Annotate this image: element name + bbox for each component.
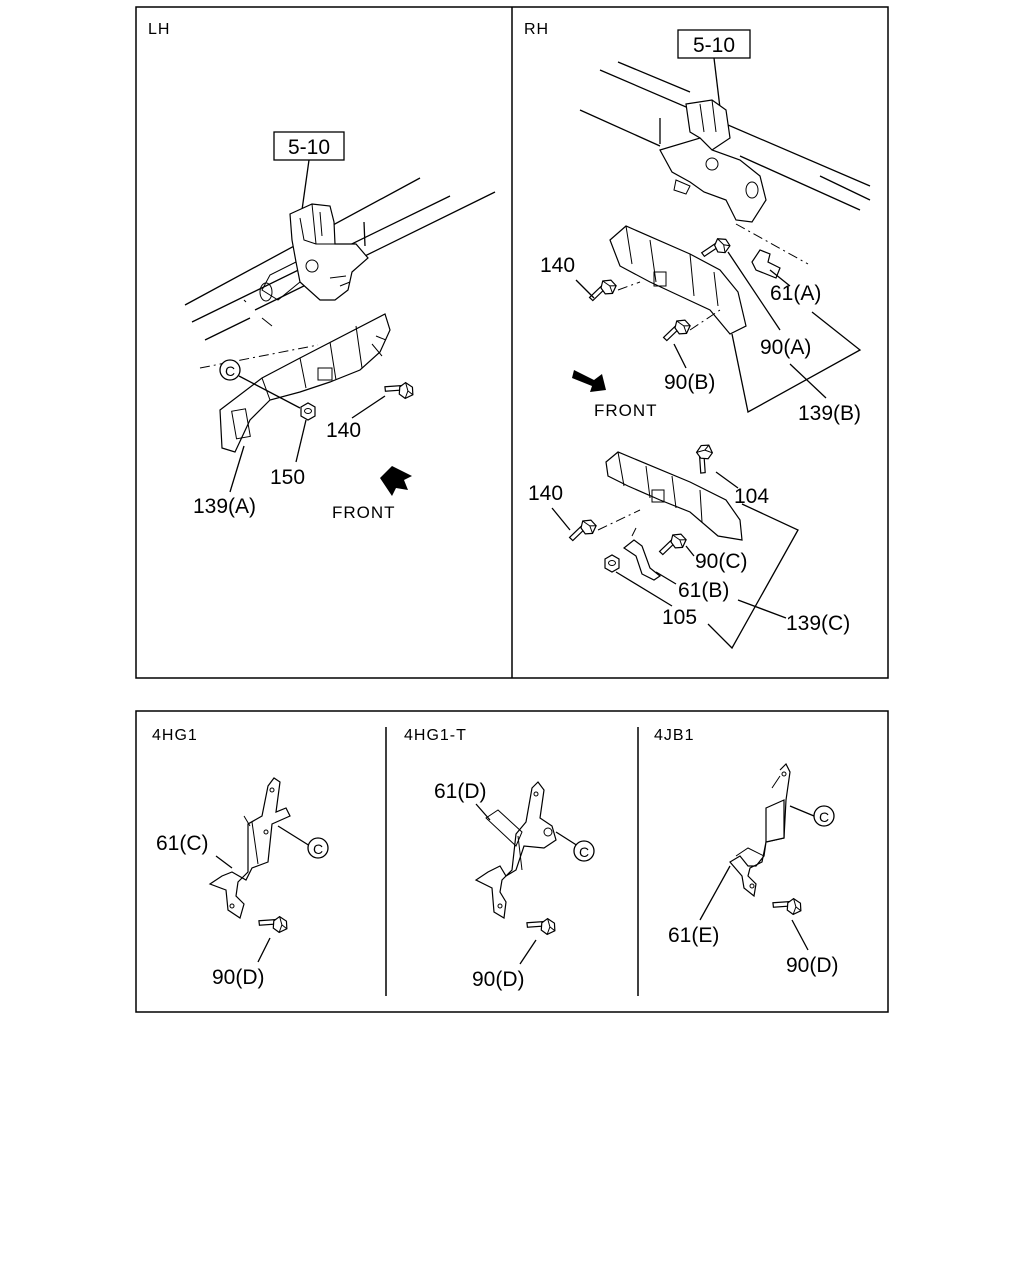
engine-4hg1t-bracket — [474, 781, 557, 919]
rh-bolt-90b — [659, 316, 693, 342]
lh-label-150: 150 — [270, 466, 305, 489]
engine-4jb1-header: 4JB1 — [654, 727, 694, 744]
lh-label-140: 140 — [326, 419, 361, 442]
lh-c-marker: C — [225, 363, 235, 379]
lh-bolt-140 — [382, 375, 417, 402]
engine-4jb1-label-90d: 90(D) — [786, 954, 839, 977]
rh-bracket-139c — [605, 451, 743, 541]
rh-label-140a: 140 — [540, 254, 575, 277]
rh-bolt-104 — [689, 441, 716, 476]
rh-label-90c: 90(C) — [695, 550, 748, 573]
engine-4hg1t-panel: 4HG1-T 61(D) C 90(D) — [404, 727, 595, 991]
engine-4hg1t-label-61d: 61(D) — [434, 780, 487, 803]
engine-4hg1-c-marker: C — [313, 841, 323, 857]
engine-4hg1t-label-90d: 90(D) — [472, 968, 525, 991]
rh-bracket-61a — [751, 249, 781, 279]
rh-ref-box-label: 5-10 — [693, 34, 735, 57]
rh-label-61b: 61(B) — [678, 579, 729, 602]
lh-bracket-139a — [219, 313, 391, 453]
engine-4jb1-panel: 4JB1 C 61(E) 90(D) — [654, 727, 839, 977]
rh-front-arrow — [572, 370, 606, 392]
engine-4hg1t-header: 4HG1-T — [404, 727, 467, 744]
rh-label-90b: 90(B) — [664, 371, 715, 394]
top-frame — [135, 6, 889, 679]
engine-4jb1-bracket — [729, 762, 791, 898]
rh-ref-box — [677, 29, 751, 59]
lh-label-139a: 139(A) — [193, 495, 256, 518]
rh-nut-105 — [604, 554, 620, 573]
engine-4jb1-bolt-90d — [770, 891, 805, 918]
lh-front-label: FRONT — [332, 503, 396, 522]
rh-label-61a: 61(A) — [770, 282, 821, 305]
rh-engine-mount — [659, 99, 767, 223]
bottom-frame — [135, 710, 889, 1013]
rh-front-label: FRONT — [594, 401, 658, 420]
rh-label-90a: 90(A) — [760, 336, 811, 359]
rh-label-105: 105 — [662, 606, 697, 629]
lh-nut-150 — [300, 402, 316, 421]
rh-bolt-140b — [565, 516, 599, 542]
rh-panel: RH 5-10 61(A) — [524, 21, 871, 650]
rh-bracket-61b — [622, 539, 662, 581]
rh-label-139b: 139(B) — [798, 402, 861, 425]
engine-4hg1-bracket — [208, 777, 291, 919]
rh-label-140b: 140 — [528, 482, 563, 505]
lh-engine-mount — [259, 203, 369, 302]
lh-ref-box — [273, 131, 345, 161]
engine-4hg1-bolt-90d — [256, 909, 291, 936]
engine-4hg1-header: 4HG1 — [152, 727, 198, 744]
engine-4hg1t-c-marker: C — [579, 844, 589, 860]
rh-bolt-90a — [699, 236, 732, 258]
engine-4hg1-label-90d: 90(D) — [212, 966, 265, 989]
lh-panel: LH 5-10 C — [148, 21, 496, 522]
engine-4hg1-label-61c: 61(C) — [156, 832, 209, 855]
engine-4jb1-c-marker: C — [819, 809, 829, 825]
rh-bolt-90c — [655, 530, 689, 556]
lh-front-arrow — [380, 466, 412, 496]
engine-4jb1-label-61e: 61(E) — [668, 924, 719, 947]
engine-4hg1-panel: 4HG1 61(C) C 90(D) — [152, 727, 329, 989]
rh-header: RH — [524, 21, 549, 38]
rh-bolt-140a — [585, 276, 619, 302]
rh-label-104: 104 — [734, 485, 769, 508]
lh-ref-box-label: 5-10 — [288, 136, 330, 159]
rh-bracket-139b — [609, 225, 747, 335]
lh-header: LH — [148, 21, 170, 38]
engine-4hg1t-bolt-90d — [524, 911, 559, 938]
rh-label-139c: 139(C) — [786, 612, 850, 635]
